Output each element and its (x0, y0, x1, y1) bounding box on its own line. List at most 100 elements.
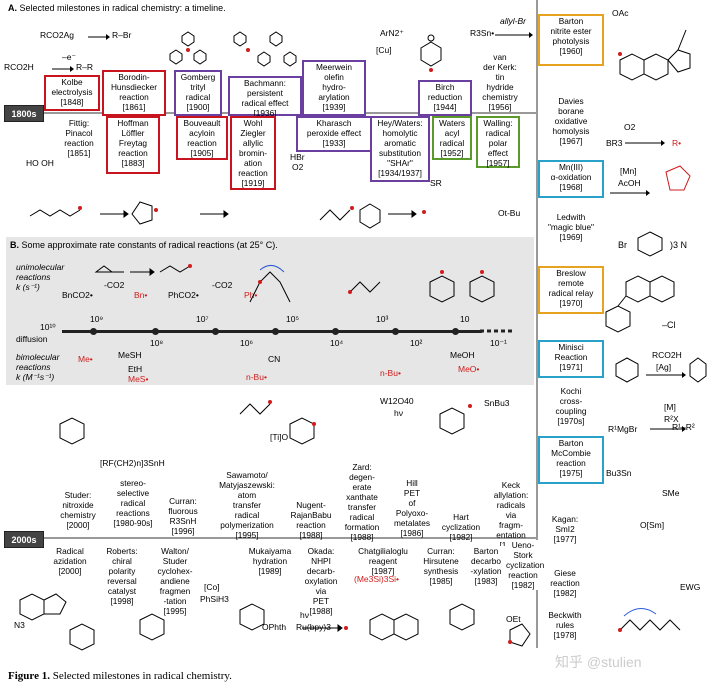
milestone-box: Ledwith "magic blue" [1969] (540, 212, 602, 244)
chem-oet: OEt (506, 614, 521, 624)
milestone-box: Barton nitrite ester photolysis [1960] (538, 14, 604, 66)
milestone-box: Meerwein olefin hydro- arylation [1939] (302, 60, 366, 116)
chem-rdot: R• (672, 138, 682, 148)
beckwith-cyclization-icon (618, 608, 681, 632)
chem-br3: BR3 (606, 138, 623, 148)
milestone-box: Kolbe electrolysis [1848] (44, 75, 100, 111)
milestone-box: Borodin- Hunsdiecker reaction [1861] (102, 70, 166, 116)
milestone-box: Fittig: Pinacol reaction [1851] (56, 118, 102, 158)
milestone-box: Kochi cross- coupling [1970s] (540, 386, 602, 430)
rate-axis-dot (272, 328, 279, 335)
milestone-box: Wohl Ziegler allylic bromin- ation react… (230, 116, 276, 190)
milestone-box: Beckwith rules [1978] (540, 610, 590, 640)
milestone-box: Zard: degen- erate xanthate transfer rad… (338, 462, 386, 542)
chem-m: [M] (664, 402, 676, 412)
chem-hbr: HBr (290, 152, 305, 162)
chem-r-r: R–R (76, 62, 94, 72)
rate-axis-dot (152, 328, 159, 335)
chem-o2-right: O2 (624, 122, 636, 132)
year-label-1800s: 1800s (4, 105, 44, 122)
chem-r2x: R²X (664, 414, 679, 424)
chem-nbu1: n-Bu• (246, 372, 267, 382)
chem-cn: CN (268, 354, 281, 364)
2000s-lower-structures-icon (19, 593, 531, 651)
watermark: 知乎 @stulien (555, 654, 642, 670)
chem-n3: N3 (14, 620, 25, 630)
exp-label-bottom: 10⁻¹ (490, 338, 507, 348)
milestone-box: Hart cyclization [1982] (436, 512, 486, 542)
chem-sme: SMe (662, 488, 680, 498)
arrow-icon (625, 140, 665, 146)
chem-osm: O[Sm] (640, 520, 665, 530)
chem-eth: EtH (128, 364, 143, 374)
milestone-box: Bouveault acyloin reaction [1905] (176, 116, 228, 160)
milestone-box: Walling: radical polar effect [1957] (476, 116, 520, 168)
rate-constants-panel (6, 237, 534, 385)
lactone-icon (665, 165, 691, 191)
milestone-box: Sawamoto/ Matyjaszewski: atom transfer r… (212, 470, 282, 540)
unimolecular-label: unimolecular reactions k (s⁻¹) (16, 262, 65, 292)
svg-text:–Cl: –Cl (662, 320, 676, 330)
exp-label-top: 10³ (376, 314, 389, 324)
arrow-icon (495, 32, 533, 38)
milestone-box: Barton McCombie reaction [1975] (538, 436, 604, 484)
milestone-box: Curran: fluorous R3SnH [1996] (160, 496, 206, 536)
chem-w12: W12O40 (380, 396, 414, 406)
pyridine-product-icon (689, 357, 707, 383)
chem-rf: [RF(CH2)n]3SnH (100, 458, 165, 468)
magic-blue-icon: Br )3 N (618, 231, 687, 257)
milestone-box: Nugent- RajanBabu reaction [1988] (286, 500, 336, 540)
chem-ophth: OPhth (262, 622, 287, 632)
chem-rbr: R–Br (112, 30, 132, 40)
chem-r1mgbr: R¹MgBr (608, 424, 638, 434)
exp-label-top: 10 (460, 314, 470, 324)
chem-snbu3: SnBu3 (484, 398, 510, 408)
milestone-box: Hey/Waters: homolytic aromatic substitut… (370, 116, 430, 182)
chem-bnco2: BnCO2• (62, 290, 93, 300)
milestone-box: Chatgilialoglu reagent [1987] (350, 546, 416, 576)
milestone-box: Davies borane oxidative homolysis [1967] (540, 96, 602, 146)
svg-text:)3 N: )3 N (670, 240, 687, 250)
milestone-box: Mn(III) α-oxidation [1968] (538, 160, 604, 198)
milestone-box: Hill PET of Polyoxo- metalates [1986] (390, 478, 434, 538)
chem-o2: O2 (292, 162, 304, 172)
exp-label-top: 10⁹ (90, 314, 104, 324)
arrow-icon (88, 34, 110, 40)
chem-rco2ag: RCO2Ag (40, 30, 75, 40)
milestone-box: Walton/ Studer cyclohex- andiene fragmen… (150, 546, 200, 616)
pyridine-icon (615, 357, 639, 383)
chem-pinacol: HO OH (26, 158, 54, 168)
chem-ph: Ph• (244, 290, 258, 300)
panel-b-structures-icon (94, 264, 495, 303)
chem-ewg: EWG (680, 582, 701, 592)
milestone-box: Curran: Hirsutene synthesis [1985] (418, 546, 464, 586)
chem-acoh: AcOH (618, 178, 641, 188)
milestone-box: Roberts: chiral polarity reversal cataly… (100, 546, 144, 606)
timeline-2000s (42, 537, 537, 539)
2000s-upper-structures-icon (59, 400, 472, 445)
exp-label-bottom: 10⁸ (150, 338, 164, 348)
chem-sr: SR (430, 178, 442, 188)
chem-allylbr: allyl-Br (500, 16, 526, 26)
chem-ti: [Ti]O (270, 432, 289, 442)
chem-r3sn: R3Sn• (470, 28, 495, 38)
chem-hv2: hν (300, 610, 309, 620)
section-a-heading: A. Selected milestones in radical chemis… (8, 3, 226, 13)
year-label-2000s: 2000s (4, 531, 44, 548)
chem-me1: Me• (78, 354, 93, 364)
chem-nbu2: n-Bu• (380, 368, 401, 378)
chem-me3si: (Me3Si)3Si• (354, 574, 400, 584)
rate-axis-dot (392, 328, 399, 335)
rate-axis-dot (90, 328, 97, 335)
steroid-nitrite-icon (618, 29, 691, 81)
chem-bn: Bn• (134, 290, 148, 300)
chem-co2b: -CO2 (212, 280, 233, 290)
chem-rco2h: RCO2H (4, 62, 34, 72)
exp-label-bottom: 10⁴ (330, 338, 344, 348)
rate-axis-dot (332, 328, 339, 335)
chem-otbu: Ot-Bu (498, 208, 521, 218)
cyclohexadiene-icon (420, 34, 442, 72)
section-a-reactions-icon (29, 201, 426, 229)
milestone-box: Keck allylation: radicals via fragm- ent… (486, 480, 536, 550)
milestone-box: Radical azidation [2000] (46, 546, 94, 578)
